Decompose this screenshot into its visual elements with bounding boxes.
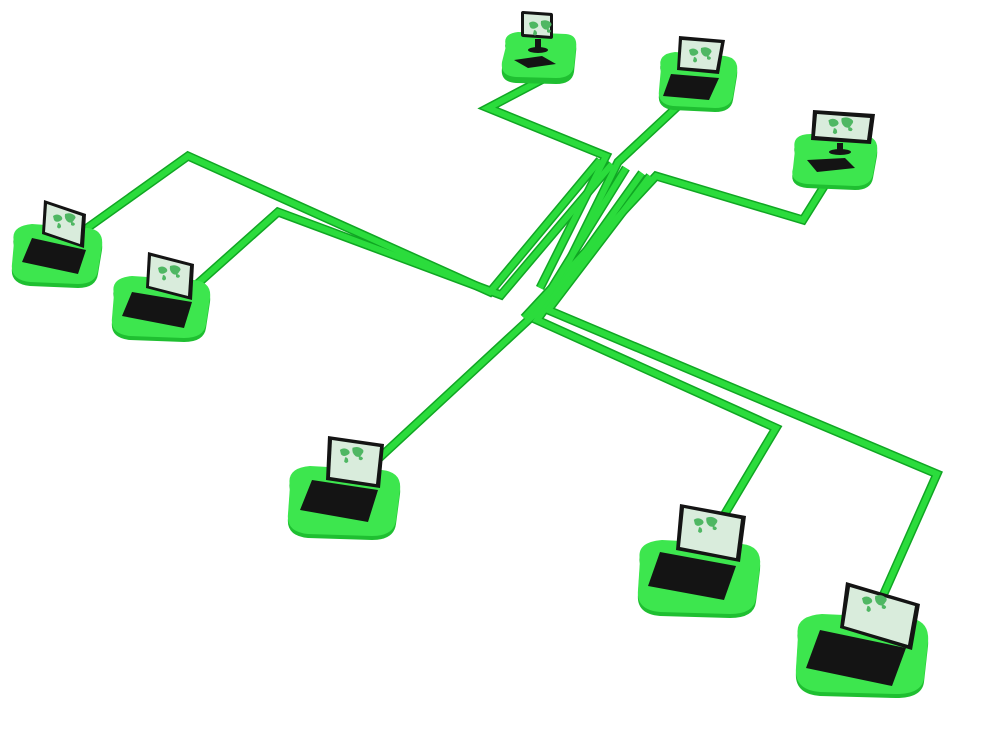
node-laptop-5 [637, 504, 761, 618]
laptop-icon [22, 200, 86, 274]
node-desktop-1 [501, 10, 577, 84]
cable-bundle [59, 64, 943, 627]
node-laptop-1 [658, 36, 738, 112]
node-laptop-3 [111, 252, 211, 342]
laptop-icon [300, 436, 384, 522]
cable-laptop-4 [346, 166, 629, 489]
node-desktop-2 [792, 110, 878, 190]
laptop-icon [806, 582, 920, 686]
laptop-icon [122, 252, 194, 328]
laptop-icon [663, 36, 725, 100]
cable-laptop-5 [532, 171, 781, 561]
node-laptop-2 [11, 200, 103, 288]
cable-laptop-3 [174, 162, 615, 306]
laptop-icon [648, 504, 746, 600]
node-laptop-6 [795, 582, 929, 698]
cable-laptop-6 [543, 174, 941, 627]
desktop-monitor-icon [807, 110, 875, 172]
node-laptop-4 [287, 436, 401, 540]
desktop-monitor-icon [514, 10, 556, 68]
cable-laptop-2 [60, 152, 603, 296]
